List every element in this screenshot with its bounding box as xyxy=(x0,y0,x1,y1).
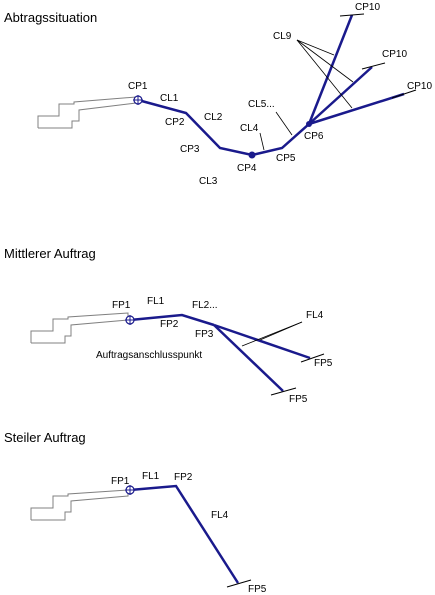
cut-profile-line xyxy=(137,98,310,157)
label-fp3-2: FP3 xyxy=(195,329,214,340)
label-fl4-2: FL4 xyxy=(306,310,324,321)
label-auftragsanschlusspunkt: Auftragsanschlusspunkt xyxy=(96,350,202,361)
label-cp5: CP5 xyxy=(276,153,296,164)
label-cl1: CL1 xyxy=(160,93,179,104)
label-fp1-2: FP1 xyxy=(112,300,131,311)
terrain-outline-2 xyxy=(30,312,129,344)
label-cp10-c: CP10 xyxy=(407,81,432,92)
end-tick-fp5-b xyxy=(270,387,297,396)
cp6-marker xyxy=(306,121,312,127)
end-tick-fp5-a xyxy=(300,353,325,363)
cl5-pointer xyxy=(275,111,293,136)
fill-slope-fp5-a xyxy=(213,323,311,360)
label-cl4: CL4 xyxy=(240,123,259,134)
fill-slope-fp5-b xyxy=(213,324,284,392)
section-title-mittlerer: Mittlerer Auftrag xyxy=(4,246,96,261)
label-fl2-2: FL2... xyxy=(192,300,218,311)
label-cp10-b: CP10 xyxy=(382,49,407,60)
label-cp4: CP4 xyxy=(237,163,257,174)
label-cp10-a: CP10 xyxy=(355,2,380,13)
terrain-outline-3 xyxy=(30,489,129,521)
label-fp2-3: FP2 xyxy=(174,472,193,483)
end-tick-cp10-c xyxy=(391,89,417,99)
label-fp5-b: FP5 xyxy=(289,394,308,405)
label-fl1-3: FL1 xyxy=(142,471,160,482)
slope-line-cp10-a xyxy=(307,14,354,125)
cl9-pointer-3 xyxy=(296,39,353,109)
label-fp5-a: FP5 xyxy=(314,358,333,369)
label-fp1-3: FP1 xyxy=(111,476,130,487)
label-fl1-2: FL1 xyxy=(147,296,165,307)
section-title-abtrag: Abtragssituation xyxy=(4,10,97,25)
label-cp1: CP1 xyxy=(128,81,148,92)
slope-line-cp10-b xyxy=(308,66,373,125)
label-cp3: CP3 xyxy=(180,144,200,155)
end-tick-fp5-3 xyxy=(226,579,252,588)
label-cl5: CL5... xyxy=(248,99,275,110)
steep-profile-line xyxy=(129,484,240,584)
label-fl4-3: FL4 xyxy=(211,510,229,521)
label-cl3: CL3 xyxy=(199,176,218,187)
end-tick-cp10-b xyxy=(361,62,386,70)
label-cl2: CL2 xyxy=(204,112,223,123)
cp4-marker xyxy=(248,151,256,159)
label-cl9: CL9 xyxy=(273,31,292,42)
label-cp2: CP2 xyxy=(165,117,185,128)
end-tick-cp10-a xyxy=(339,13,365,17)
fl4-pointer-2 xyxy=(259,321,303,341)
fill-profile-line xyxy=(129,313,215,327)
cl9-pointer-2 xyxy=(296,39,354,83)
slope-line-cp10-c xyxy=(308,92,405,126)
cl4-pointer xyxy=(259,132,265,151)
label-fp5-3: FP5 xyxy=(248,584,267,595)
section-title-steiler: Steiler Auftrag xyxy=(4,430,86,445)
label-cp6: CP6 xyxy=(304,131,324,142)
label-fp2-2: FP2 xyxy=(160,319,179,330)
terrain-outline-1 xyxy=(37,96,137,129)
cl9-pointer-1 xyxy=(296,39,335,56)
